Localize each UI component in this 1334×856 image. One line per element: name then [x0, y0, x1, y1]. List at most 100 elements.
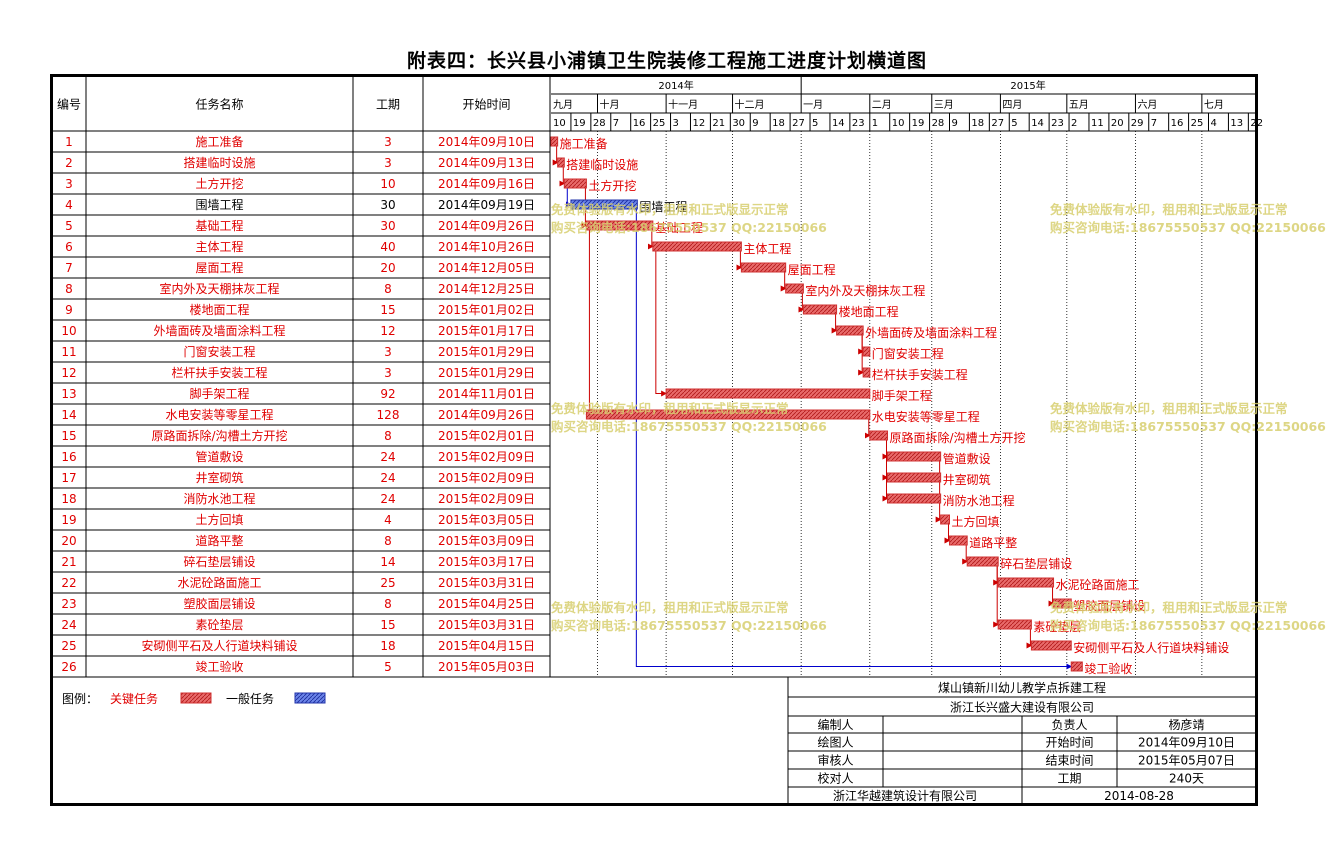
task-name: 屋面工程: [195, 260, 243, 275]
task-bar: [869, 430, 889, 441]
task-name: 搭建临时设施: [183, 156, 255, 170]
tick-label: 10: [892, 118, 905, 129]
task-bar-label: 脚手架工程: [872, 388, 932, 403]
task-id: 19: [61, 513, 76, 527]
tick-label: 27: [991, 118, 1004, 129]
task-duration: 18: [380, 639, 395, 653]
task-start: 2014年09月13日: [438, 156, 535, 170]
header-id: 编号: [57, 97, 81, 112]
task-name: 主体工程: [195, 239, 243, 254]
task-start: 2014年09月19日: [438, 198, 535, 212]
task-duration: 25: [380, 576, 395, 590]
task-duration: 24: [380, 450, 395, 464]
task-id: 22: [61, 576, 76, 590]
task-bar-label: 搭建临时设施: [566, 158, 638, 172]
task-bar-label: 碎石垫层铺设: [1000, 556, 1072, 571]
task-name: 室内外及天棚抹灰工程: [159, 281, 279, 296]
watermark-line2: 购买咨询电话:18675550537 QQ:22150066: [1050, 618, 1326, 633]
tick-label: 20: [1111, 118, 1124, 129]
task-id: 1: [65, 135, 73, 149]
task-name: 安砌侧平石及人行道块料铺设: [141, 638, 297, 653]
task-duration: 24: [380, 471, 395, 485]
task-id: 12: [61, 366, 76, 380]
month-label: 四月: [1002, 99, 1022, 111]
task-bar: [570, 199, 638, 210]
task-id: 2: [65, 156, 73, 170]
task-name: 脚手架工程: [189, 386, 249, 401]
tick-label: 23: [1051, 118, 1064, 129]
task-name: 楼地面工程: [189, 302, 249, 317]
task-bar-label: 室内外及天棚抹灰工程: [805, 283, 925, 298]
task-name: 施工准备: [195, 135, 243, 149]
task-duration: 14: [380, 555, 395, 569]
watermark-line1: 免费体验版有水印，租用和正式版显示正常: [1050, 600, 1288, 615]
task-bar-label: 道路平整: [969, 535, 1017, 550]
task-start: 2015年03月31日: [438, 576, 535, 590]
task-id: 9: [65, 303, 73, 317]
task-duration: 12: [380, 324, 395, 338]
task-bar: [550, 136, 559, 147]
info-key: 开始时间: [1045, 736, 1093, 750]
task-start: 2015年02月09日: [438, 471, 535, 485]
task-bar: [563, 178, 587, 189]
task-duration: 30: [380, 198, 395, 212]
task-bar: [997, 619, 1032, 630]
year-label: 2015年: [1010, 79, 1045, 92]
legend-critical-swatch: [180, 692, 212, 704]
task-id: 26: [61, 660, 76, 674]
task-id: 15: [61, 429, 76, 443]
task-name: 井室砌筑: [195, 470, 243, 485]
task-duration: 15: [380, 303, 395, 317]
month-label: 十一月: [668, 98, 698, 111]
tick-label: 16: [1171, 118, 1184, 129]
info-key: 校对人: [817, 771, 853, 786]
task-duration: 3: [384, 156, 392, 170]
watermark-line1: 免费体验版有水印，租用和正式版显示正常: [551, 600, 789, 615]
legend-critical-label: 关键任务: [110, 691, 158, 706]
task-bar: [997, 577, 1055, 588]
task-bar: [785, 283, 804, 294]
task-name: 栏杆扶手安装工程: [171, 365, 267, 380]
legend-label: 图例：: [62, 692, 98, 706]
tick-label: 18: [971, 118, 984, 129]
tick-label: 10: [553, 118, 566, 129]
task-name: 门窗安装工程: [183, 344, 255, 359]
tick-label: 9: [752, 118, 758, 129]
task-bar-label: 管道敷设: [943, 451, 991, 466]
task-bar: [740, 262, 787, 273]
month-label: 十二月: [735, 98, 765, 111]
dependency-link: [565, 188, 572, 208]
task-name: 碎石垫层铺设: [183, 554, 255, 569]
task-start: 2015年02月09日: [438, 492, 535, 506]
info-value: 杨彦靖: [1168, 717, 1204, 732]
watermark-line2: 购买咨询电话:18675550537 QQ:22150066: [551, 618, 827, 633]
task-bar-label: 门窗安装工程: [872, 346, 944, 361]
task-name: 土方回填: [195, 512, 243, 527]
task-id: 7: [65, 261, 73, 275]
month-label: 一月: [803, 99, 823, 111]
tick-label: 19: [912, 118, 925, 129]
task-bar-label: 消防水池工程: [943, 493, 1015, 508]
task-bar-label: 素砼垫层: [1033, 619, 1081, 634]
tick-label: 28: [932, 118, 945, 129]
watermark-line1: 免费体验版有水印，租用和正式版显示正常: [551, 202, 789, 217]
task-start: 2015年02月01日: [438, 429, 535, 443]
watermark-line2: 购买咨询电话:18675550537 QQ:22150066: [1050, 220, 1326, 235]
info-value: 240天: [1169, 772, 1204, 786]
tick-label: 12: [692, 118, 705, 129]
task-bar-label: 塑胶面层铺设: [1073, 598, 1145, 613]
task-start: 2015年01月02日: [438, 303, 535, 317]
task-start: 2015年01月17日: [438, 324, 535, 338]
task-start: 2015年02月09日: [438, 450, 535, 464]
task-bar-label: 竣工验收: [1084, 661, 1132, 676]
header-name: 任务名称: [195, 97, 243, 112]
task-duration: 3: [384, 366, 392, 380]
month-label: 六月: [1137, 99, 1157, 111]
month-label: 五月: [1069, 99, 1089, 111]
task-id: 4: [65, 198, 73, 212]
info-key: 结束时间: [1045, 754, 1093, 768]
task-start: 2015年03月31日: [438, 618, 535, 632]
task-bar-label: 栏杆扶手安装工程: [872, 367, 968, 382]
tick-label: 13: [1230, 118, 1243, 129]
